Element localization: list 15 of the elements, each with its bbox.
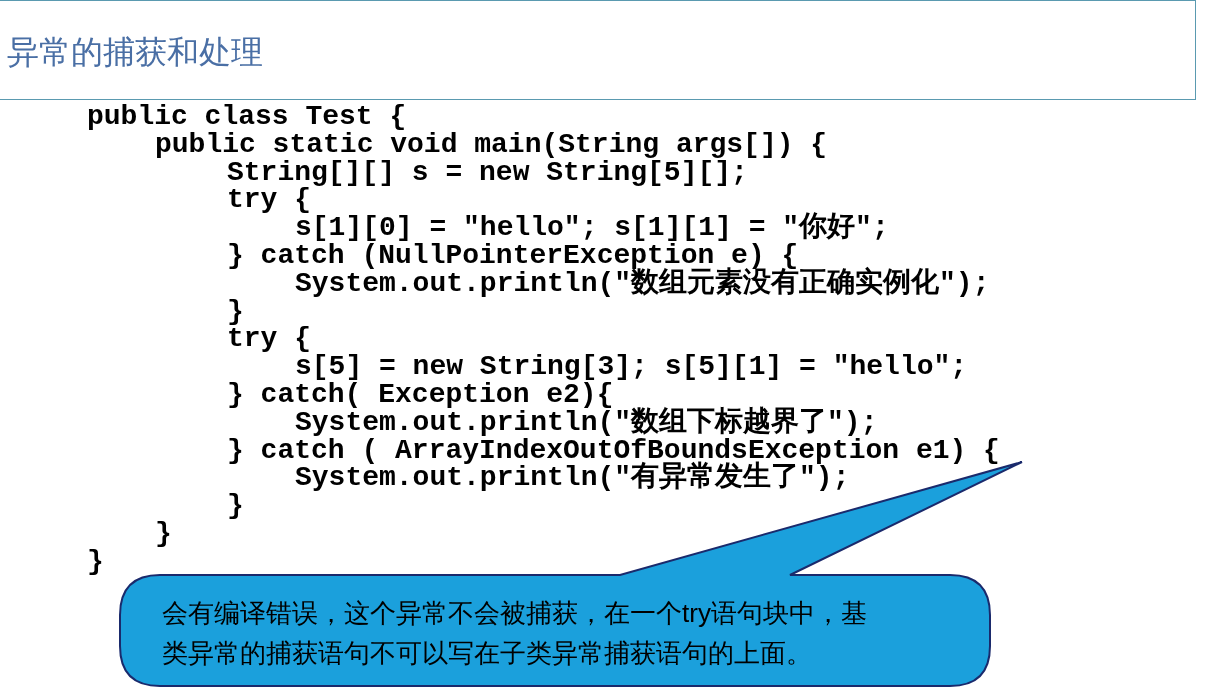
code-line: } <box>155 520 172 548</box>
code-line: s[1][0] = "hello"; s[1][1] = "你好"; <box>295 214 889 243</box>
code-line: public class Test { <box>87 103 407 131</box>
code-line: String[][] s = new String[5][]; <box>227 158 748 187</box>
code-line: System.out.println("数组元素没有正确实例化"); <box>295 269 990 298</box>
code-line: try { <box>227 325 311 354</box>
callout-text: 会有编译错误，这个异常不会被捕获，在一个try语句块中，基类异常的捕获语句不可以写在子类异常捕获语句的上面。 <box>162 597 868 670</box>
slide-title: 异常的捕获和处理 <box>7 32 263 73</box>
code-line: System.out.println("数组下标越界了"); <box>295 408 878 437</box>
code-line: } catch( Exception e2){ <box>227 381 614 409</box>
code-line: } <box>227 492 244 521</box>
code-line: s[5] = new String[3]; s[5][1] = "hello"; <box>295 353 968 382</box>
code-line: try { <box>227 186 311 215</box>
code-line: public static void main(String args[]) { <box>155 130 828 159</box>
code-line: } <box>227 297 244 326</box>
